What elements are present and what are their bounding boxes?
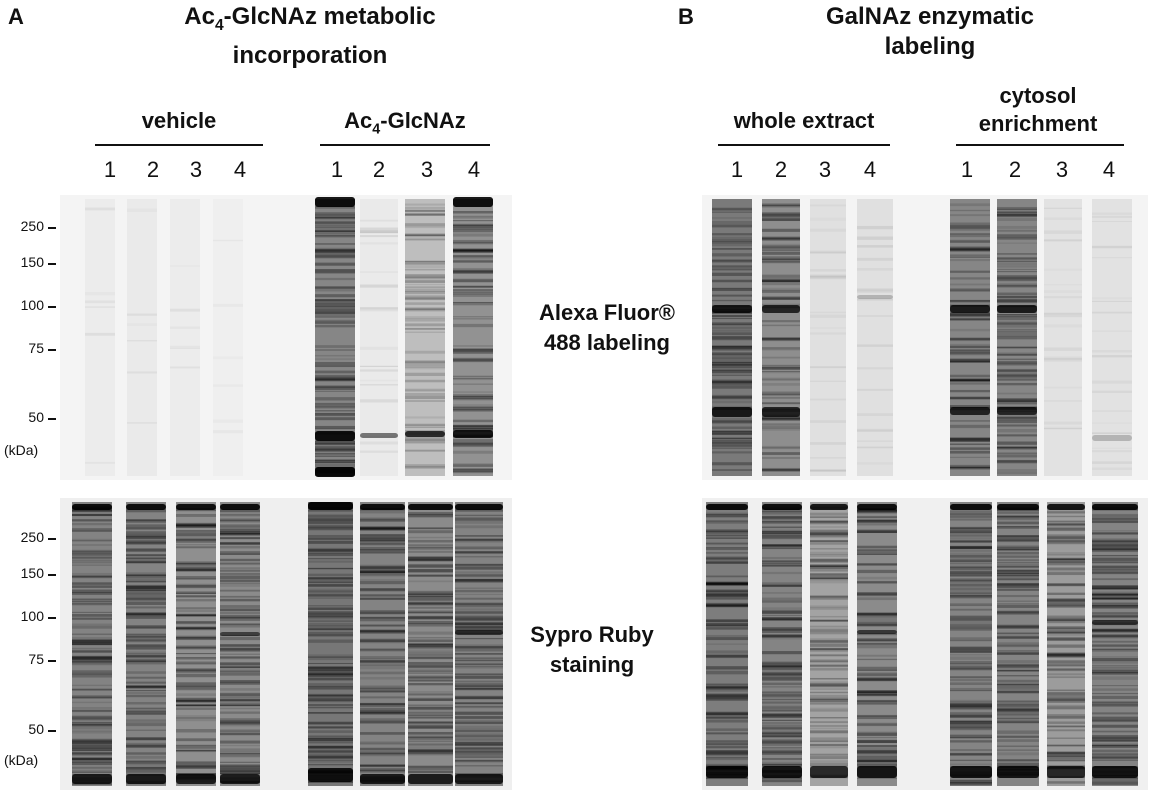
gel-lane: [1092, 199, 1132, 476]
lane-number: 4: [233, 157, 247, 182]
gel-lane: [127, 199, 157, 476]
mw-tick: [48, 418, 56, 420]
gel-lane: [950, 199, 990, 476]
row-label-sypro-ruby: Sypro Ruby staining: [530, 622, 654, 677]
mw-marker-50: 50: [28, 721, 44, 737]
mw-tick: [48, 574, 56, 576]
gel-lane: [315, 197, 355, 477]
lane-number: 2: [372, 157, 386, 182]
gel-lane: [72, 502, 112, 786]
gel-lane: [706, 502, 748, 786]
lane-number: 3: [818, 157, 832, 182]
gel-b-fluorescence: [702, 195, 1148, 480]
gel-lane: [1047, 502, 1085, 786]
group-whole-extract-bracket: [718, 144, 890, 146]
lane-number: 3: [420, 157, 434, 182]
group-whole-extract-label: whole extract: [733, 108, 875, 133]
panel-b-title: GalNAz enzymatic labeling: [825, 3, 1035, 60]
mw-tick: [48, 617, 56, 619]
lane-number: 1: [330, 157, 344, 182]
gel-lane: [1092, 502, 1138, 786]
mw-marker-250: 250: [20, 218, 44, 234]
mw-unit-label: (kDa): [4, 752, 39, 768]
mw-marker-100: 100: [20, 297, 44, 313]
gel-lane: [997, 502, 1039, 786]
gel-lane: [85, 207, 115, 336]
mw-marker-75: 75: [28, 651, 44, 667]
lane-number: 3: [189, 157, 203, 182]
gel-lane: [455, 502, 503, 786]
mw-marker-100: 100: [20, 608, 44, 624]
mw-marker-250: 250: [20, 529, 44, 545]
gel-a-sypro: [60, 498, 512, 790]
row-label-alexa-fluor: Alexa Fluor® 488 labeling: [538, 300, 676, 355]
mw-tick: [48, 538, 56, 540]
gel-lane: [950, 502, 992, 786]
gel-lane: [308, 502, 353, 786]
lane-number: 1: [730, 157, 744, 182]
mw-tick: [48, 227, 56, 229]
lane-number: 2: [1008, 157, 1022, 182]
gel-lane: [408, 502, 453, 786]
gel-lane: [360, 199, 398, 476]
lane-number: 2: [774, 157, 788, 182]
gel-lane: [360, 502, 405, 786]
mw-marker-150: 150: [20, 565, 44, 581]
gel-lane: [810, 199, 846, 476]
mw-marker-150: 150: [20, 254, 44, 270]
group-cytosol-label: cytosol enrichment: [978, 83, 1098, 136]
gel-lane: [1044, 199, 1082, 476]
gel-lane: [857, 502, 897, 786]
group-vehicle-label: vehicle: [141, 108, 217, 133]
gel-lane: [857, 199, 893, 476]
gel-lane: [762, 502, 802, 786]
lane-number: 2: [146, 157, 160, 182]
gel-lane: [453, 197, 493, 476]
gel-lane: [176, 502, 216, 786]
lane-number: 1: [103, 157, 117, 182]
group-vehicle-bracket: [95, 144, 263, 146]
gel-lane: [762, 199, 800, 476]
mw-tick: [48, 306, 56, 308]
group-ac4glcnaz-bracket: [320, 144, 490, 146]
lane-number: 3: [1055, 157, 1069, 182]
lane-number: 4: [467, 157, 481, 182]
panel-a-title: Ac4-GlcNAz metabolic incorporation: [184, 3, 436, 69]
panel-label-b: B: [678, 4, 694, 29]
mw-tick: [48, 730, 56, 732]
gel-b-sypro: [702, 498, 1148, 790]
lane-number: 4: [1102, 157, 1116, 182]
group-ac4glcnaz-label: Ac4-GlcNAz: [344, 108, 466, 138]
mw-tick: [48, 660, 56, 662]
gel-lane: [405, 199, 445, 476]
gel-a-fluorescence: [60, 195, 512, 480]
gel-lane: [170, 308, 200, 369]
gel-lane: [712, 199, 752, 476]
mw-tick: [48, 263, 56, 265]
gel-lane: [220, 502, 260, 786]
gel-lane: [213, 199, 243, 476]
mw-marker-50: 50: [28, 409, 44, 425]
lane-number: 1: [960, 157, 974, 182]
panel-label-a: A: [8, 4, 24, 29]
mw-marker-75: 75: [28, 340, 44, 356]
mw-tick: [48, 349, 56, 351]
gel-lane: [997, 199, 1037, 476]
gel-lane: [126, 502, 166, 786]
lane-number: 4: [863, 157, 877, 182]
mw-unit-label: (kDa): [4, 442, 39, 458]
group-cytosol-bracket: [956, 144, 1124, 146]
gel-lane: [810, 502, 848, 786]
